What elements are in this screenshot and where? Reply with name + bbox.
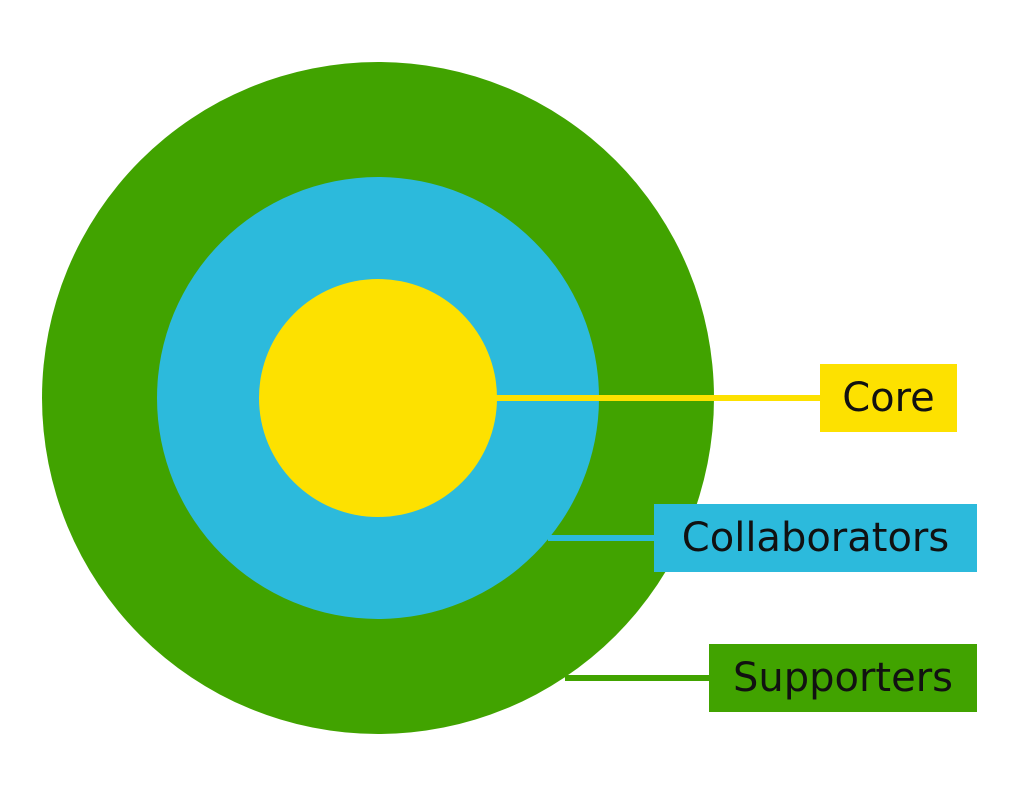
core-label: Core — [820, 364, 957, 432]
supporters-label: Supporters — [709, 644, 977, 712]
collaborators-label: Collaborators — [654, 504, 977, 572]
core-circle — [259, 279, 497, 517]
